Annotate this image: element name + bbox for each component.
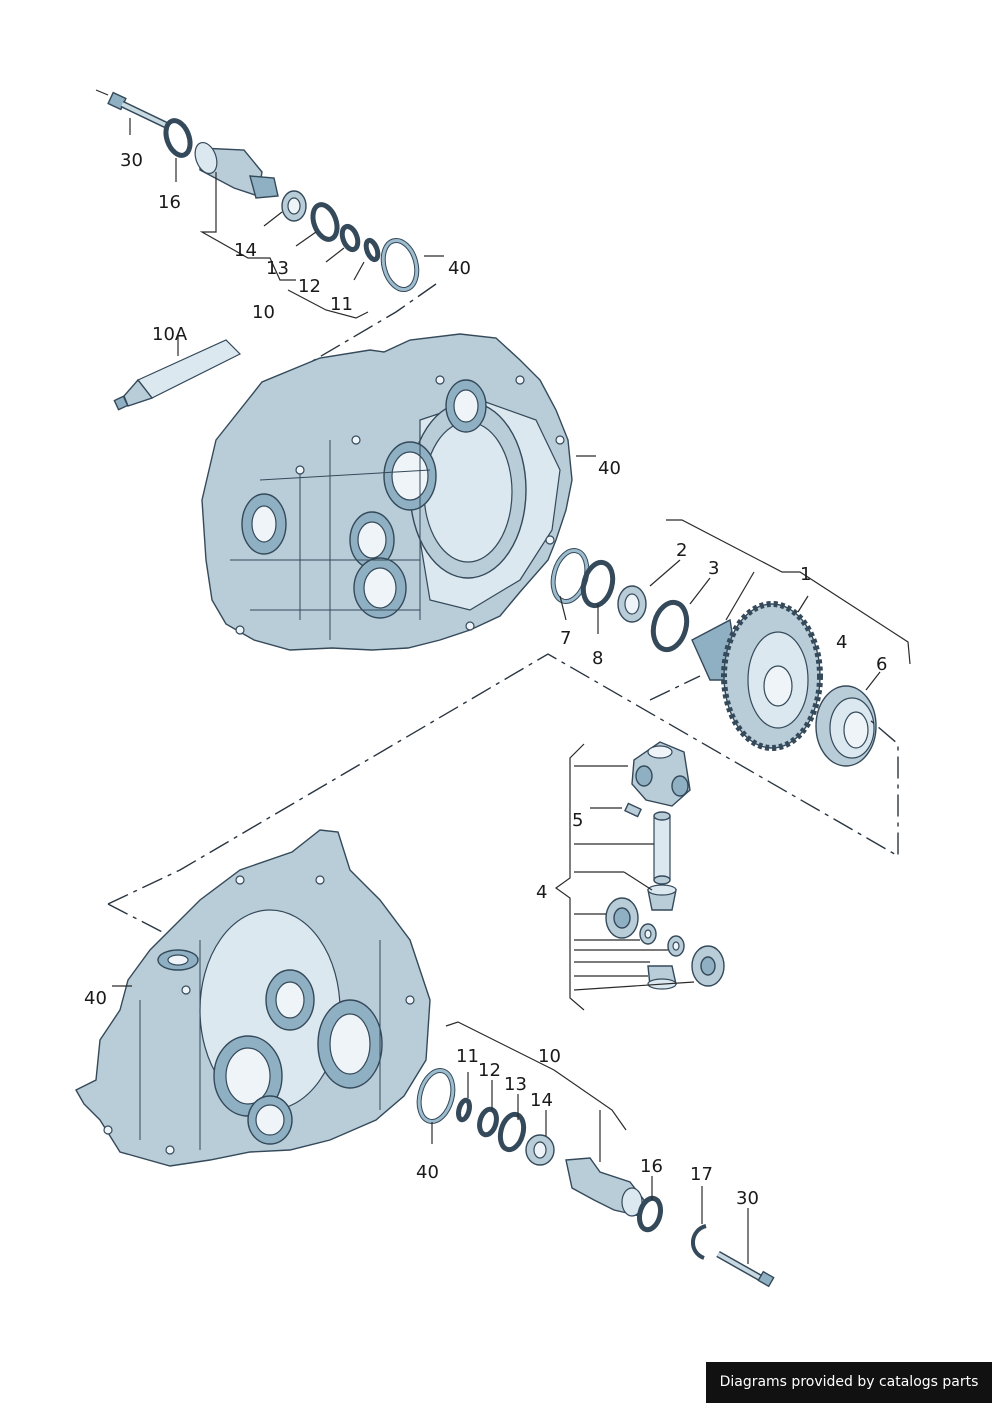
circlip-lower: [456, 1097, 472, 1123]
label-30-top: 30: [120, 150, 143, 171]
o-ring-16-top: [163, 118, 193, 158]
attribution-footer: Diagrams provided by catalogs parts: [706, 1362, 992, 1403]
differential-gear-4: [691, 601, 823, 751]
label-6: 6: [876, 654, 887, 675]
label-40-housing: 40: [598, 458, 621, 479]
bearing-race-3: [650, 599, 690, 653]
axis-line-diff: [649, 675, 701, 701]
label-1: 1: [800, 564, 811, 585]
label-12-lower: 12: [478, 1060, 501, 1081]
pin-5: [624, 802, 642, 818]
label-16-lower: 16: [640, 1156, 663, 1177]
bearing-6: [815, 685, 877, 767]
label-7: 7: [560, 628, 571, 649]
shim-8: [580, 559, 616, 609]
axis-line-top: [258, 283, 437, 401]
label-30-lower: 30: [736, 1188, 759, 1209]
label-13-top: 13: [266, 258, 289, 279]
diff-cross: [631, 741, 691, 807]
lower-flange-assembly: [416, 1068, 775, 1288]
differential-kit: [605, 741, 725, 990]
sealant-tube-10A: [113, 339, 242, 411]
label-10-top: 10: [252, 302, 275, 323]
label-40-lower-seal: 40: [416, 1162, 439, 1183]
circlip-top: [363, 237, 381, 263]
label-40-lower-housing: 40: [84, 988, 107, 1009]
label-11-top: 11: [330, 294, 353, 315]
differential-assembly: [550, 548, 877, 767]
circlip-17-lower: [691, 1224, 707, 1260]
label-4-diff: 4: [836, 632, 847, 653]
label-16-top: 16: [158, 192, 181, 213]
label-2: 2: [676, 540, 687, 561]
top-leader-lines: [129, 118, 596, 457]
label-14-top: 14: [234, 240, 257, 261]
differential-leader-lines: [559, 519, 911, 691]
bolt-30-lower: [716, 1250, 775, 1288]
label-4-kit: 4: [536, 882, 547, 903]
flange-shaft-top: [194, 141, 279, 199]
ring-13-lower: [497, 1111, 527, 1153]
axis-line-lower: [107, 903, 171, 937]
label-5: 5: [572, 810, 583, 831]
label-3: 3: [708, 558, 719, 579]
flange-shaft-lower: [565, 1157, 645, 1217]
ring-12-top: [310, 202, 340, 242]
label-14-lower: 14: [530, 1090, 553, 1111]
label-10A: 10A: [152, 324, 188, 345]
o-ring-16-lower: [636, 1195, 664, 1233]
bevel-gear-top: [647, 884, 677, 911]
label-8: 8: [592, 648, 603, 669]
bevel-gear-bottom: [647, 965, 677, 990]
label-11-lower: 11: [456, 1046, 479, 1067]
side-gear-right: [691, 945, 725, 987]
upper-housing-40: [201, 333, 573, 651]
label-40-top: 40: [448, 258, 471, 279]
lower-leader-lines: [112, 985, 749, 1264]
ring-12-lower: [477, 1106, 499, 1138]
axis-line-middle: [107, 653, 899, 905]
label-12-top: 12: [298, 276, 321, 297]
label-10-lower: 10: [538, 1046, 561, 1067]
diff-shaft: [653, 811, 671, 885]
lower-housing-40: [75, 829, 431, 1167]
ring-11-top: [339, 223, 361, 253]
top-flange-assembly: [95, 89, 420, 293]
label-13-lower: 13: [504, 1074, 527, 1095]
label-17-lower: 17: [690, 1164, 713, 1185]
kit-leader-lines: [554, 743, 695, 1011]
bolt-30-top: [95, 89, 170, 130]
side-gear-left: [605, 897, 639, 939]
